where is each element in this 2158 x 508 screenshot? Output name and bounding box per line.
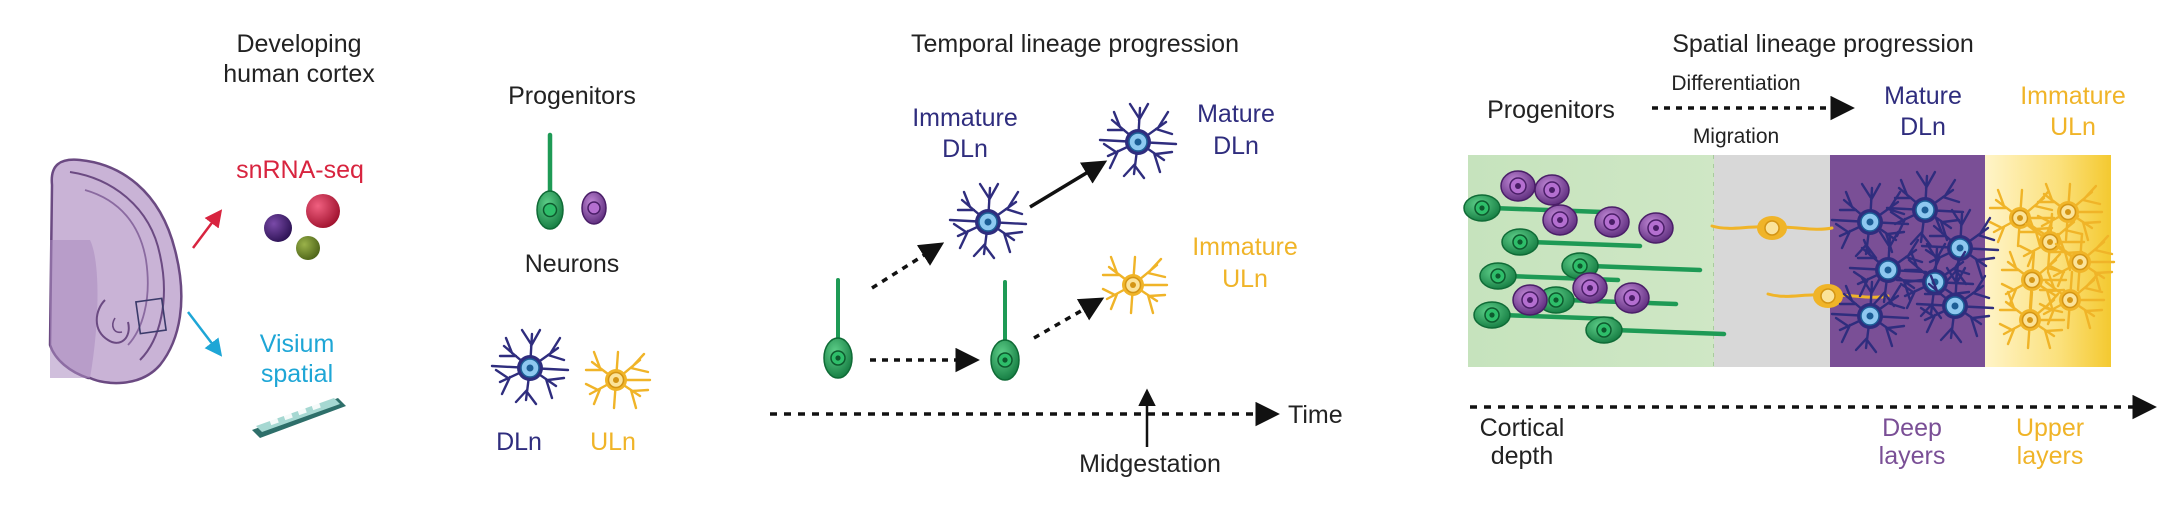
panel1-title-line2: human cortex: [223, 60, 375, 88]
visium-label-line1: Visium: [260, 330, 335, 358]
panel-spatial-lineage: Spatial lineage progression Progenitors …: [1464, 30, 2157, 470]
legend-dln-neuron: [490, 328, 570, 406]
cortical-depth-line2: depth: [1491, 442, 1554, 470]
upper-layers-line1: Upper: [2016, 414, 2084, 442]
visium-arrow: [187, 311, 223, 357]
panel1-title-line1: Developing: [236, 30, 361, 58]
temporal-mature-dln: [1098, 102, 1178, 180]
spatial-title: Spatial lineage progression: [1672, 30, 1974, 58]
mature-dln-line1: Mature: [1197, 100, 1275, 128]
legend-uln-neuron: [584, 350, 652, 410]
temporal-title: Temporal lineage progression: [911, 30, 1239, 58]
panel-temporal-lineage: Temporal lineage progression Immature DL…: [770, 30, 1343, 478]
cell-type-legend: Progenitors Neurons DLn ULn: [490, 82, 652, 456]
legend-dln-label: DLn: [496, 428, 542, 456]
upper-layers-line2: layers: [2017, 442, 2084, 470]
panel-developing-cortex: Developing human cortex snRNA-seq Visium…: [48, 30, 375, 438]
arrow-prog-to-immature-uln: [1033, 297, 1105, 340]
temporal-progenitor-early: [822, 278, 854, 380]
immature-uln-line1: Immature: [1192, 233, 1298, 261]
legend-progenitor-cell: [536, 132, 607, 230]
spatial-mature-dln-line2: DLn: [1900, 113, 1946, 141]
snrna-nuclei-icon: [264, 194, 340, 260]
legend-uln-label: ULn: [590, 428, 636, 456]
immature-dln-line2: DLn: [942, 135, 988, 163]
legend-neurons-label: Neurons: [525, 250, 620, 278]
spatial-immature-uln-line2: ULn: [2050, 113, 2096, 141]
temporal-immature-uln: [1101, 255, 1169, 315]
mature-dln-line2: DLn: [1213, 132, 1259, 160]
snrna-arrow: [192, 209, 223, 249]
visium-label-line2: spatial: [261, 360, 333, 388]
temporal-progenitor-mid: [989, 280, 1021, 382]
brain-section-illustration: [48, 158, 183, 385]
time-label: Time: [1288, 401, 1343, 429]
visium-slide-icon: [252, 398, 346, 438]
deep-layer-zone: [1830, 155, 1985, 367]
midgestation-label: Midgestation: [1079, 450, 1221, 478]
immature-uln-line2: ULn: [1222, 265, 1268, 293]
snrna-label: snRNA-seq: [236, 156, 364, 184]
migration-zone: [1714, 155, 1830, 367]
spatial-immature-uln-line1: Immature: [2020, 82, 2126, 110]
spatial-progenitors-label: Progenitors: [1487, 96, 1615, 124]
deep-layers-line1: Deep: [1882, 414, 1942, 442]
differentiation-label: Differentiation: [1671, 72, 1800, 95]
spatial-mature-dln-line1: Mature: [1884, 82, 1962, 110]
immature-dln-line1: Immature: [912, 104, 1018, 132]
arrow-prog-to-immature-dln: [871, 242, 945, 290]
arrow-immature-to-mature-dln: [1029, 160, 1108, 209]
migration-label: Migration: [1693, 125, 1779, 148]
temporal-immature-dln: [948, 182, 1028, 260]
deep-layers-line2: layers: [1879, 442, 1946, 470]
cortical-depth-line1: Cortical: [1480, 414, 1565, 442]
legend-progenitors-label: Progenitors: [508, 82, 636, 110]
